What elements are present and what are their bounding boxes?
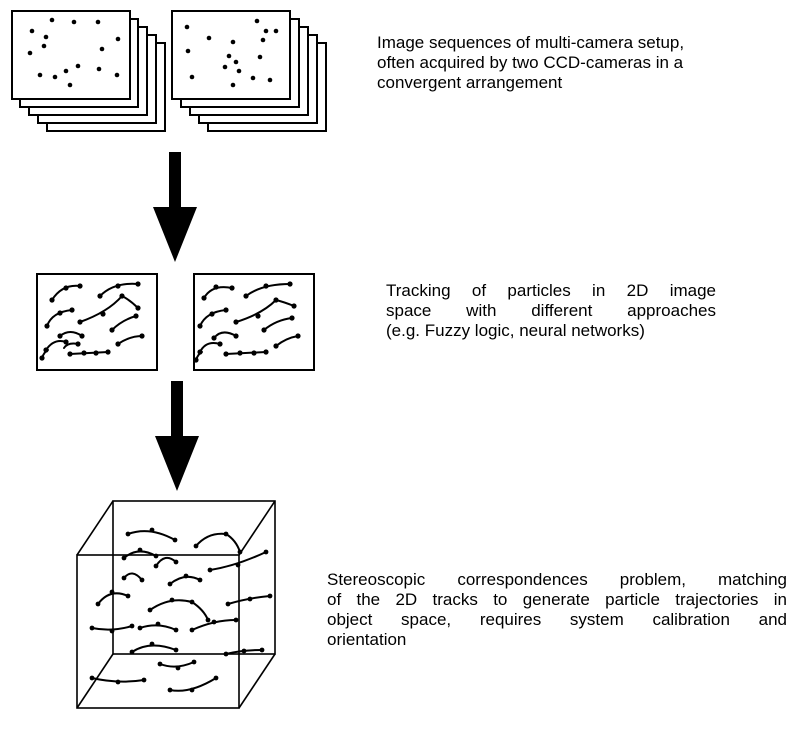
right-camera-image-stack — [171, 10, 327, 132]
caption-line: orientation — [327, 630, 407, 649]
right-camera-2d-tracks — [193, 273, 315, 371]
caption-line: often acquired by two CCD-cameras in a — [377, 53, 684, 72]
caption-line: space with different approaches — [386, 301, 716, 320]
step-3-caption: Stereoscopic correspondences problem, ma… — [327, 570, 787, 650]
step-2-caption: Tracking of particles in 2D image space … — [386, 281, 716, 341]
right-camera-particle-dots — [184, 18, 279, 88]
flow-arrow-1 — [153, 152, 197, 262]
left-camera-2d-tracks — [36, 273, 158, 371]
object-space-volume — [76, 500, 276, 709]
caption-line: Tracking of particles in 2D image — [386, 281, 716, 300]
left-camera-particle-dots — [27, 17, 121, 88]
caption-line: (e.g. Fuzzy logic, neural networks) — [386, 321, 645, 340]
caption-line: Stereoscopic correspondences problem, ma… — [327, 570, 787, 589]
caption-line: Image sequences of multi-camera setup, — [377, 33, 685, 52]
left-camera-image-stack — [11, 10, 166, 132]
caption-line: convergent arrangement — [377, 73, 563, 92]
caption-line: object space, requires system calibratio… — [327, 610, 787, 629]
caption-line: of the 2D tracks to generate particle tr… — [327, 590, 787, 609]
flow-arrow-2 — [155, 381, 199, 491]
step-1-caption: Image sequences of multi-camera setup, o… — [377, 33, 767, 93]
3d-particle-trajectories — [89, 527, 273, 693]
